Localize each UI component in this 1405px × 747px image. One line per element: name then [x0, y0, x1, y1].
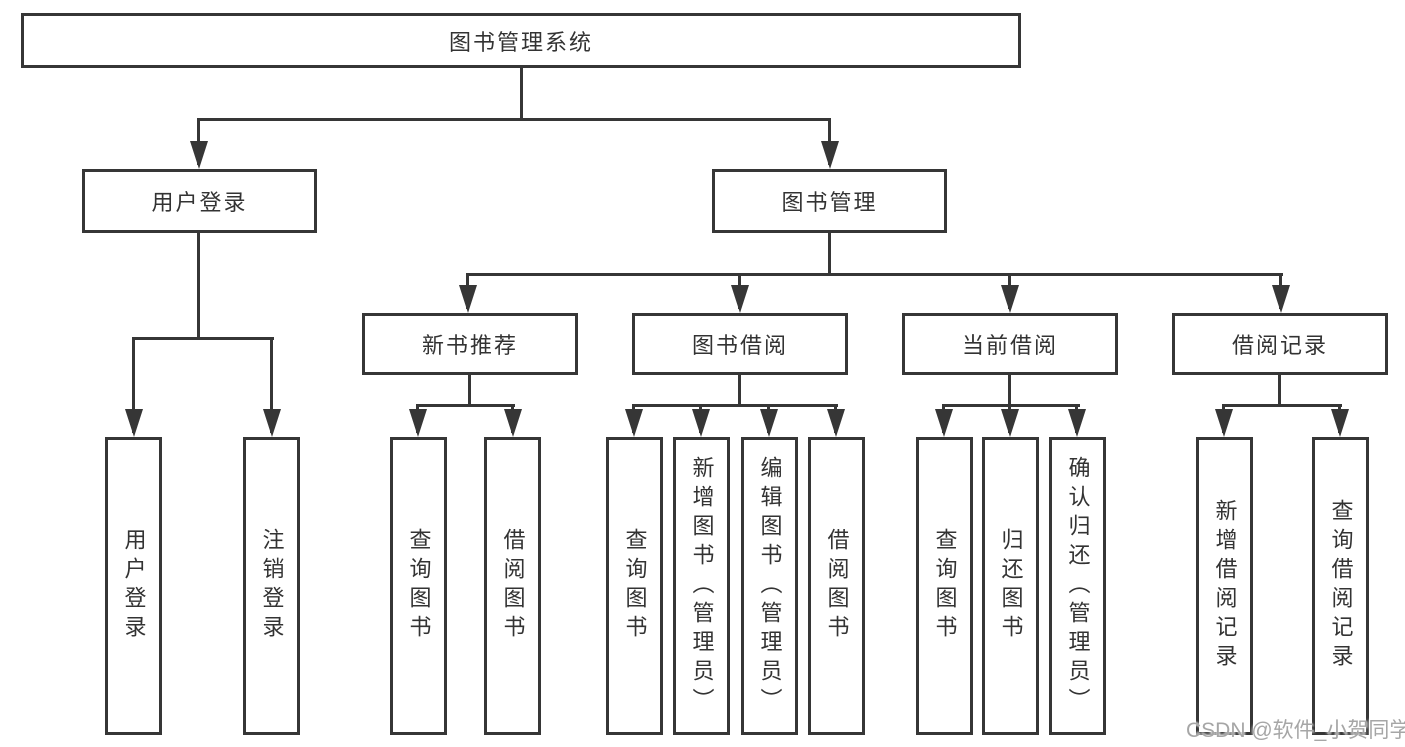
arrow-down-icon — [692, 409, 710, 437]
connector-line — [520, 68, 523, 118]
node-label: 编辑图书（管理员） — [757, 455, 783, 717]
node-new-book-recommend: 新书推荐 — [362, 313, 578, 375]
node-library-management-system: 图书管理系统 — [21, 13, 1021, 68]
leaf-query-books-borrow: 查询图书 — [606, 437, 663, 735]
connector-line — [1278, 375, 1281, 404]
node-label: 借阅图书 — [500, 528, 526, 644]
arrow-down-icon — [731, 285, 749, 313]
connector-line — [197, 233, 200, 337]
node-user-login: 用户登录 — [82, 169, 317, 233]
node-label: 新增图书（管理员） — [689, 455, 715, 717]
leaf-query-books-current: 查询图书 — [916, 437, 973, 735]
node-label: 查询借阅记录 — [1328, 499, 1354, 673]
arrow-down-icon — [1215, 409, 1233, 437]
node-book-borrowing: 图书借阅 — [632, 313, 848, 375]
connector-line — [270, 337, 273, 433]
node-label: 归还图书 — [998, 528, 1024, 644]
connector-line — [738, 375, 741, 404]
node-label: 用户登录 — [121, 528, 147, 644]
node-label: 图书管理系统 — [448, 29, 593, 55]
leaf-query-books-recommend: 查询图书 — [390, 437, 447, 735]
arrow-down-icon — [263, 409, 281, 437]
node-label: 当前借阅 — [961, 333, 1058, 358]
node-label: 借阅记录 — [1231, 333, 1328, 358]
node-label: 注销登录 — [259, 528, 285, 644]
node-current-borrowing: 当前借阅 — [902, 313, 1118, 375]
node-label: 查询图书 — [932, 528, 958, 644]
node-book-management: 图书管理 — [712, 169, 947, 233]
connector-line — [197, 118, 831, 121]
connector-line — [632, 404, 838, 407]
node-label: 查询图书 — [622, 528, 648, 644]
arrow-down-icon — [190, 141, 208, 169]
connector-line — [468, 375, 471, 404]
node-label: 新书推荐 — [421, 333, 518, 358]
arrow-down-icon — [821, 141, 839, 169]
arrow-down-icon — [1001, 409, 1019, 437]
leaf-confirm-return-admin: 确认归还（管理员） — [1049, 437, 1106, 735]
arrow-down-icon — [935, 409, 953, 437]
leaf-return-books: 归还图书 — [982, 437, 1039, 735]
connector-line — [466, 273, 1283, 276]
connector-line — [1008, 375, 1011, 404]
arrow-down-icon — [1331, 409, 1349, 437]
node-label: 新增借阅记录 — [1212, 499, 1238, 673]
arrow-down-icon — [1272, 285, 1290, 313]
node-borrowing-records: 借阅记录 — [1172, 313, 1388, 375]
arrow-down-icon — [1068, 409, 1086, 437]
connector-line — [828, 233, 831, 273]
arrow-down-icon — [625, 409, 643, 437]
leaf-add-borrow-record: 新增借阅记录 — [1196, 437, 1253, 735]
leaf-user-login: 用户登录 — [105, 437, 162, 735]
connector-line — [416, 404, 515, 407]
connector-line — [1222, 404, 1342, 407]
arrow-down-icon — [459, 285, 477, 313]
arrow-down-icon — [409, 409, 427, 437]
node-label: 借阅图书 — [824, 528, 850, 644]
connector-line — [942, 404, 1080, 407]
arrow-down-icon — [125, 409, 143, 437]
connector-line — [132, 337, 274, 340]
leaf-add-books-admin: 新增图书（管理员） — [673, 437, 730, 735]
node-label: 确认归还（管理员） — [1065, 455, 1091, 717]
leaf-borrow-books: 借阅图书 — [808, 437, 865, 735]
connector-line — [132, 337, 135, 433]
arrow-down-icon — [760, 409, 778, 437]
leaf-edit-books-admin: 编辑图书（管理员） — [741, 437, 798, 735]
node-label: 用户登录 — [151, 190, 248, 215]
leaf-borrow-books-recommend: 借阅图书 — [484, 437, 541, 735]
arrow-down-icon — [1001, 285, 1019, 313]
node-label: 图书管理 — [781, 190, 878, 215]
leaf-logout: 注销登录 — [243, 437, 300, 735]
arrow-down-icon — [504, 409, 522, 437]
watermark: CSDN @软件_小贺同学 — [1186, 719, 1405, 742]
node-label: 查询图书 — [406, 528, 432, 644]
arrow-down-icon — [827, 409, 845, 437]
leaf-query-borrow-record: 查询借阅记录 — [1312, 437, 1369, 735]
node-label: 图书借阅 — [691, 333, 788, 358]
